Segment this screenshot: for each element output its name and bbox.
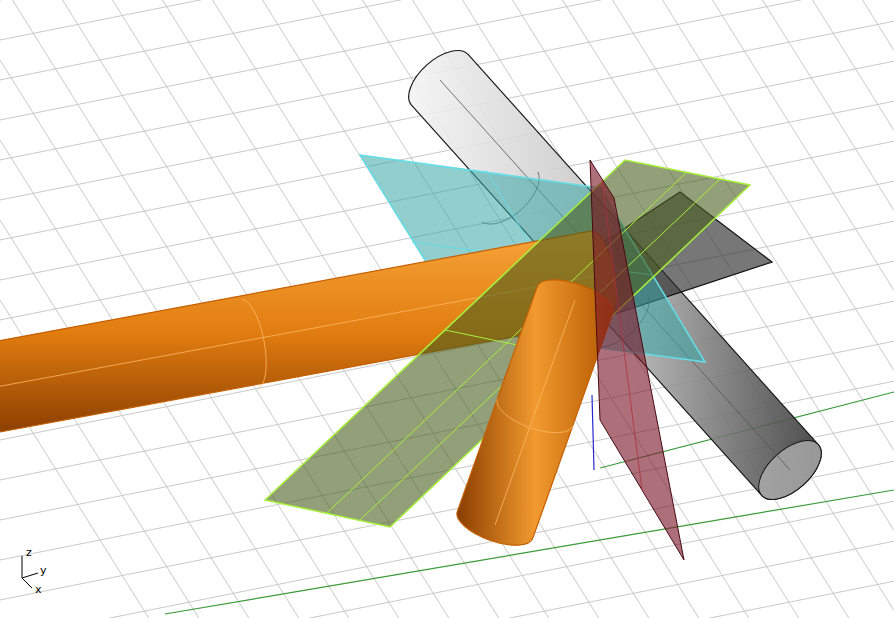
red-plane	[590, 160, 684, 560]
orange-short-cylinder	[457, 280, 613, 545]
axis-label: y	[40, 565, 47, 576]
axis-label: z	[26, 547, 32, 558]
axis-label: x	[35, 584, 42, 595]
